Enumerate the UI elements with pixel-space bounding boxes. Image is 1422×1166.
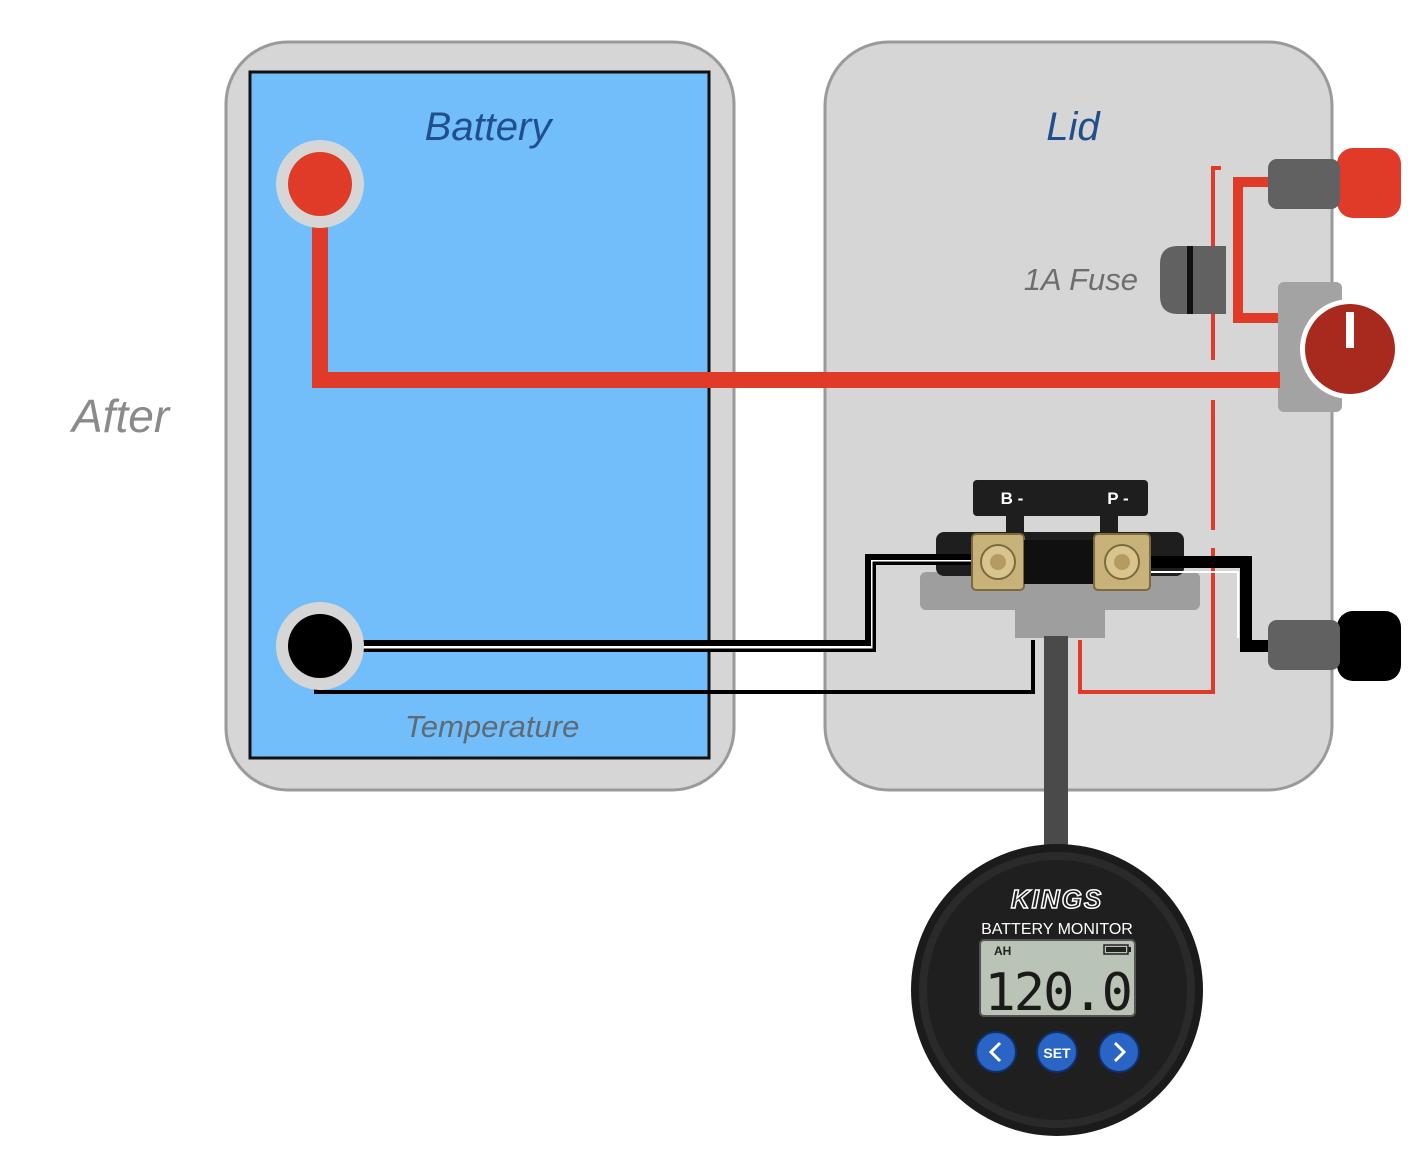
monitor-set-button[interactable]: SET	[1036, 1031, 1078, 1073]
shunt-terminal-bminus: B -	[1001, 489, 1024, 508]
battery-level-icon	[1103, 944, 1131, 955]
battery-monitor: KINGS BATTERY MONITOR AH 120.0 SET	[911, 844, 1203, 1136]
fuse-label: 1A Fuse	[1024, 262, 1138, 297]
negative-post-icon	[1268, 611, 1401, 681]
monitor-reading: 120.0	[984, 963, 1131, 1023]
lid-label: Lid	[1046, 105, 1101, 149]
fuse-wire	[1233, 177, 1282, 323]
monitor-next-button[interactable]	[1098, 1031, 1140, 1073]
state-label: After	[69, 390, 171, 442]
isolator-switch[interactable]	[1278, 282, 1400, 412]
fuse-icon	[1160, 246, 1226, 314]
monitor-brand: KINGS	[1011, 884, 1103, 914]
battery-negative-terminal	[276, 602, 364, 690]
monitor-title: BATTERY MONITOR	[981, 921, 1133, 938]
monitor-cable	[1044, 636, 1068, 852]
shunt-bolt-right	[1093, 533, 1151, 591]
shunt-bolt-left	[971, 533, 1025, 591]
battery-label: Battery	[425, 105, 555, 149]
temperature-label: Temperature	[405, 709, 580, 744]
positive-wire	[312, 185, 1280, 388]
negative-wire-load-inner	[1125, 571, 1239, 638]
shunt-element	[1024, 540, 1094, 584]
chevron-left-icon	[988, 1041, 1002, 1063]
chevron-right-icon	[1113, 1041, 1127, 1063]
monitor-prev-button[interactable]	[975, 1031, 1017, 1073]
positive-post-icon	[1268, 148, 1401, 218]
monitor-unit: AH	[994, 944, 1011, 958]
negative-wire-load	[1125, 556, 1275, 652]
negative-wire-battery-core	[318, 554, 988, 646]
shunt-terminal-pminus: P -	[1107, 489, 1128, 508]
battery-positive-terminal	[276, 140, 364, 228]
monitor-lcd	[979, 939, 1136, 1017]
sense-wire-lower	[1078, 400, 1215, 694]
set-button-label: SET	[1043, 1045, 1071, 1061]
